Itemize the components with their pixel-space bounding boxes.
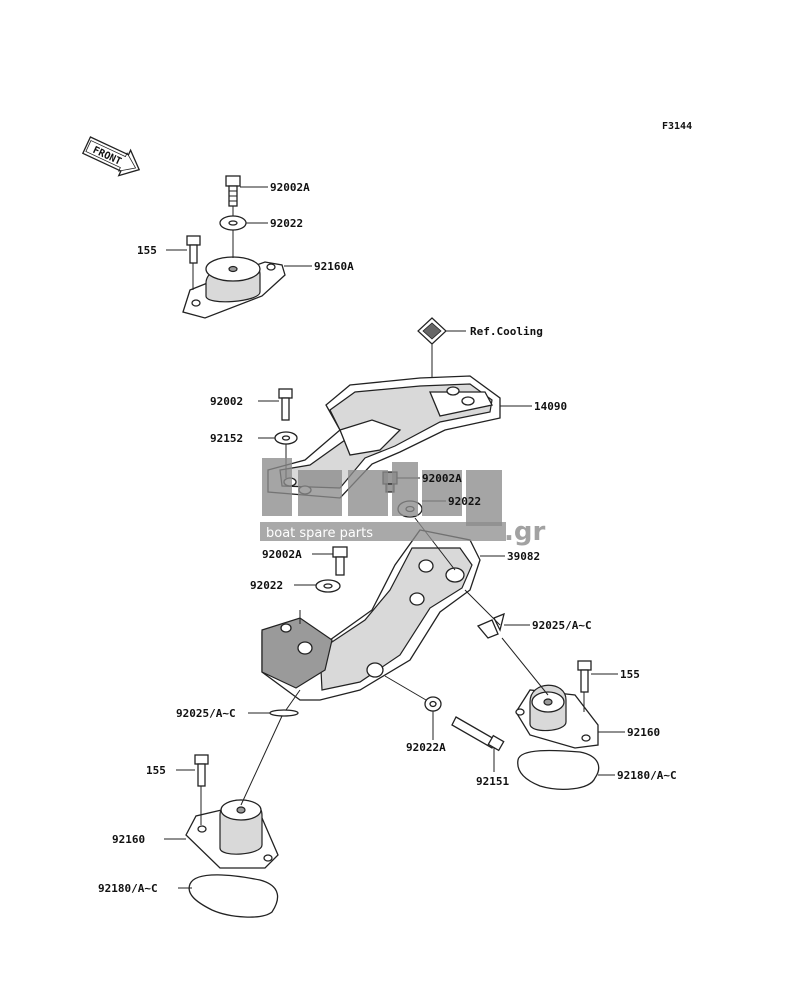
ref-cooling-marker-icon bbox=[417, 317, 447, 345]
bolt-92002 bbox=[278, 388, 293, 421]
part-label: 92151 bbox=[476, 775, 509, 788]
bolt-92002A-top bbox=[225, 175, 241, 207]
part-label: 92025/A~C bbox=[176, 707, 236, 720]
part-label: 92180/A~C bbox=[617, 769, 677, 782]
bolt-155-top bbox=[186, 235, 201, 264]
part-label: 92022 bbox=[270, 217, 303, 230]
part-label: 39082 bbox=[507, 550, 540, 563]
part-label: 92160 bbox=[112, 833, 145, 846]
gasket-92180-left bbox=[188, 874, 279, 918]
bolt-155-left bbox=[194, 754, 209, 787]
part-label: 92160A bbox=[314, 260, 354, 273]
part-label: 92180/A~C bbox=[98, 882, 158, 895]
bolt-92151 bbox=[451, 716, 505, 752]
part-label: 155 bbox=[137, 244, 157, 257]
bracket-39082 bbox=[261, 529, 481, 701]
engine-mount-92160-right bbox=[515, 684, 599, 749]
leader-lines bbox=[164, 186, 625, 889]
part-label: 14090 bbox=[534, 400, 567, 413]
shim-92025-right bbox=[476, 612, 505, 639]
part-label: 92002 bbox=[210, 395, 243, 408]
figure-code: F3144 bbox=[662, 121, 692, 132]
part-label: 92022 bbox=[448, 495, 481, 508]
engine-mount-92160A bbox=[182, 256, 286, 319]
gasket-92180-right bbox=[517, 749, 600, 790]
part-label: 92002A bbox=[270, 181, 310, 194]
shim-92025-left bbox=[269, 709, 299, 717]
part-label: 92160 bbox=[627, 726, 660, 739]
washer-92152 bbox=[274, 431, 298, 445]
engine-mount-92160-left bbox=[185, 799, 279, 869]
part-label: 155 bbox=[146, 764, 166, 777]
washer-92022A bbox=[424, 696, 442, 712]
part-label: 92022A bbox=[406, 741, 446, 754]
bolt-155-right bbox=[577, 660, 592, 693]
washer-92022-low bbox=[315, 579, 341, 593]
front-arrow-icon: FRONT bbox=[81, 136, 141, 177]
part-label: 92002A bbox=[262, 548, 302, 561]
part-label: 155 bbox=[620, 668, 640, 681]
ref-cooling-label: Ref.Cooling bbox=[470, 325, 543, 338]
part-label: 92152 bbox=[210, 432, 243, 445]
washer-92022-top bbox=[219, 215, 247, 231]
part-label: 92022 bbox=[250, 579, 283, 592]
part-label: 92025/A~C bbox=[532, 619, 592, 632]
watermark-suffix: .gr bbox=[504, 517, 545, 547]
watermark-logo: boat spare parts .gr bbox=[260, 458, 545, 547]
part-label: 92002A bbox=[422, 472, 462, 485]
watermark-tagline: boat spare parts bbox=[266, 526, 373, 541]
bolt-92002A-low bbox=[332, 546, 348, 576]
